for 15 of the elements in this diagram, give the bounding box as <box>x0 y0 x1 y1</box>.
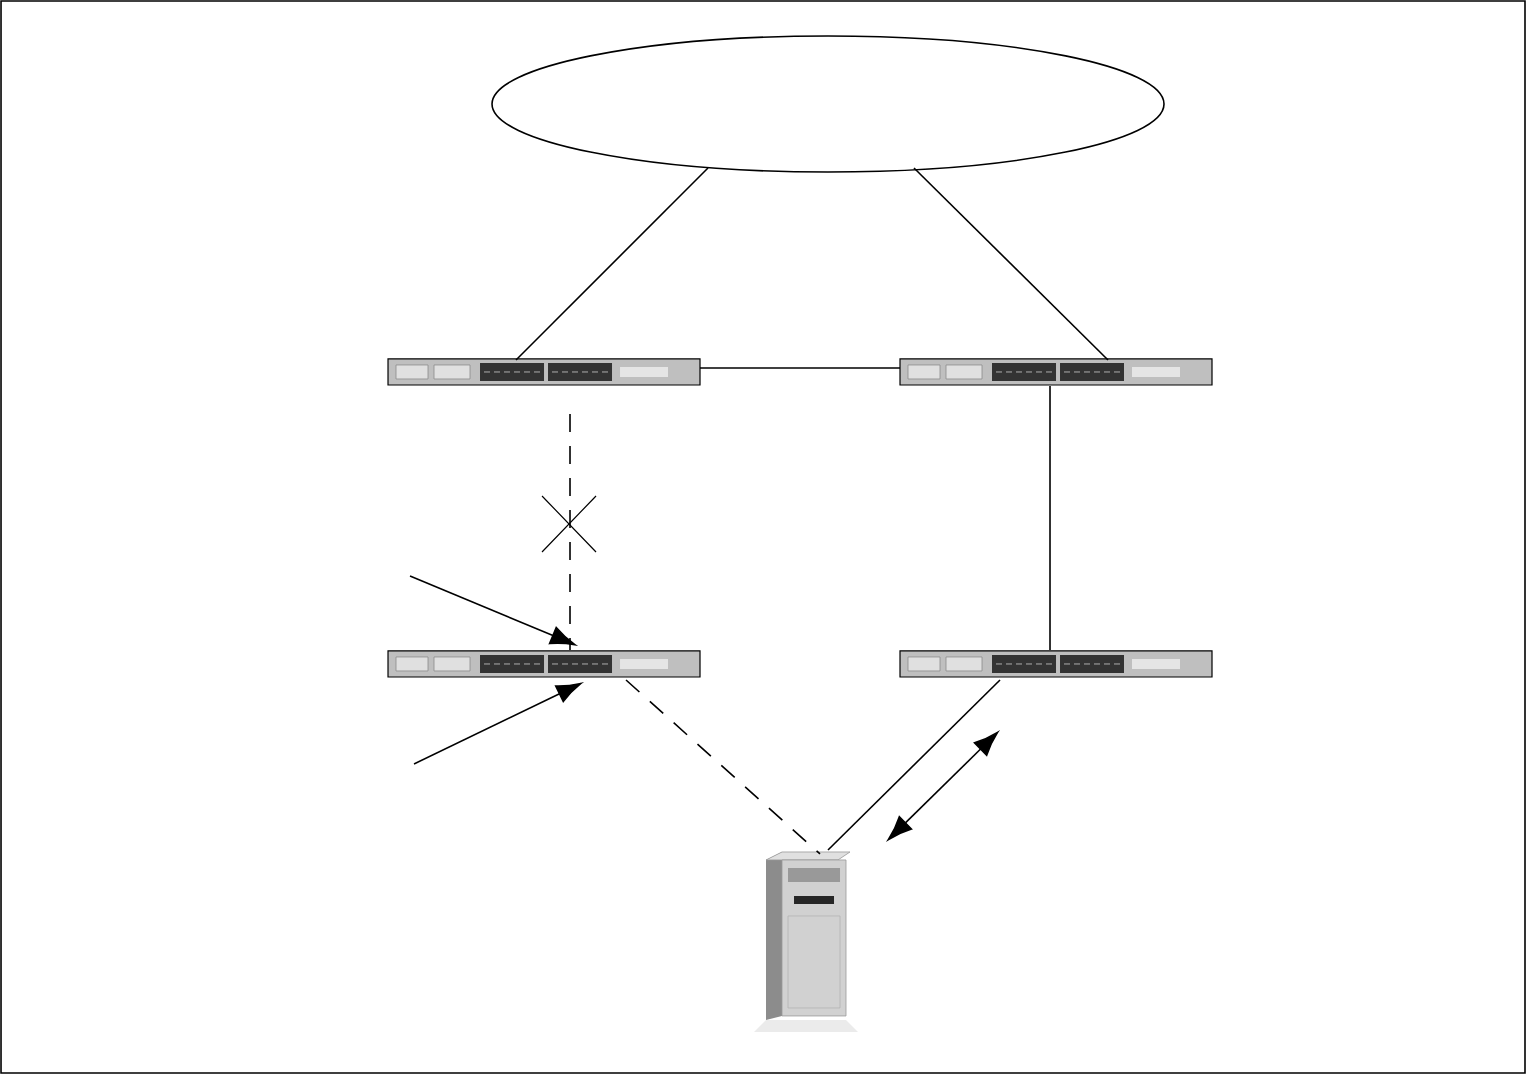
switch-drawing <box>387 650 701 678</box>
switch-drawing <box>899 358 1213 386</box>
arrow <box>409 575 576 646</box>
arrow <box>413 682 582 765</box>
server-drawing <box>754 851 858 1032</box>
connector-line <box>827 679 1001 851</box>
connector-line <box>569 413 571 651</box>
connector-line <box>699 367 901 369</box>
connector-line <box>515 167 709 361</box>
switch-drawing <box>387 358 701 386</box>
connector-line <box>1049 385 1051 651</box>
connector-line <box>913 167 1109 361</box>
switch-drawing <box>899 650 1213 678</box>
connector-line <box>625 679 821 855</box>
ellipse <box>491 35 1165 173</box>
